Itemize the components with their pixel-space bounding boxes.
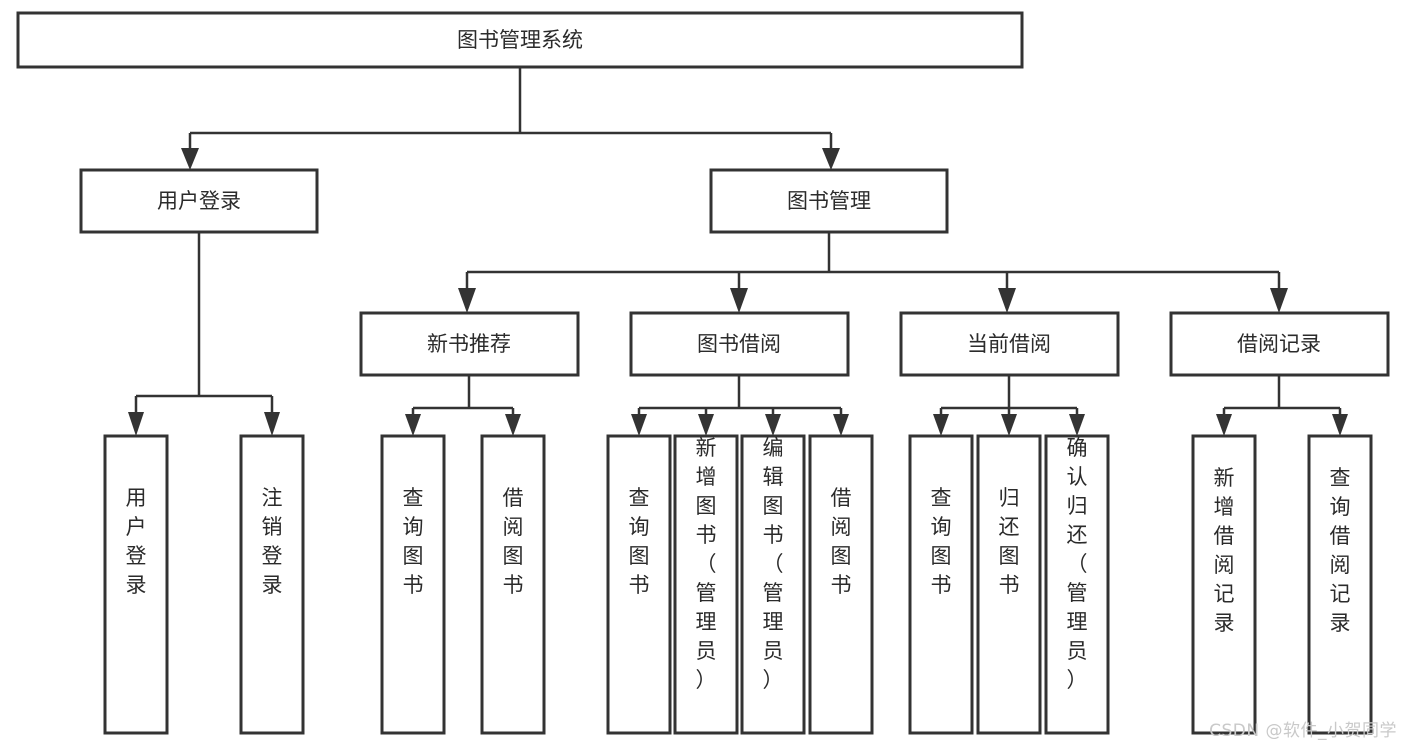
arrow-head-leaf-add-record — [1216, 414, 1232, 436]
leaf-record-query-record-box[interactable] — [1307, 434, 1373, 735]
node-root-system-box[interactable] — [16, 11, 1024, 69]
leaf-user-login-label: 用户登录 — [126, 486, 147, 597]
leaf-logout-box[interactable] — [239, 434, 305, 735]
leaf-record-add-record[interactable]: 新增借阅记录 — [1191, 434, 1257, 735]
node-book-borrow-label: 图书借阅 — [697, 332, 781, 356]
node-root-system-label: 图书管理系统 — [457, 28, 583, 52]
leaf-borrow-borrow-book[interactable]: 借阅图书 — [808, 434, 874, 735]
leaf-newbook-borrow-book-box[interactable] — [480, 434, 546, 735]
leaf-logout[interactable]: 注销登录 — [239, 434, 305, 735]
arrow-head-borrowbook — [730, 288, 748, 313]
leaf-borrow-add-book-label: 新增图书（管理员） — [696, 436, 717, 692]
leaf-user-login-box[interactable] — [103, 434, 169, 735]
node-current-borrow-label: 当前借阅 — [967, 332, 1051, 356]
leaf-user-login[interactable]: 用户登录 — [103, 434, 169, 735]
leaf-borrow-query-book-label: 查询图书 — [629, 486, 650, 597]
arrow-head-currentborrow — [998, 288, 1016, 313]
node-user-login-box[interactable] — [79, 168, 319, 234]
arrow-head-newbook — [458, 288, 476, 313]
node-user-login-label: 用户登录 — [157, 189, 241, 213]
arrow-head-leaf-borrow-book-1 — [505, 414, 521, 436]
leaf-borrow-add-book[interactable]: 新增图书（管理员） — [673, 434, 739, 735]
leaf-current-return-book-label: 归还图书 — [999, 486, 1020, 597]
arrow-head-leaf-query-book-2 — [631, 414, 647, 436]
arrow-head-leaf-confirm-return — [1069, 414, 1085, 436]
leaf-current-query-book-box[interactable] — [908, 434, 974, 735]
leaf-current-confirm-return[interactable]: 确认归还（管理员） — [1044, 434, 1110, 735]
leaf-logout-label: 注销登录 — [262, 486, 283, 597]
leaf-newbook-query-book-label: 查询图书 — [403, 486, 424, 597]
arrow-head-borrowrecord — [1270, 288, 1288, 313]
arrow-head-leaf-return-book — [1001, 414, 1017, 436]
leaf-newbook-borrow-book[interactable]: 借阅图书 — [480, 434, 546, 735]
leaf-current-confirm-return-box[interactable] — [1044, 434, 1110, 735]
leaf-borrow-add-book-box[interactable] — [673, 434, 739, 735]
arrow-head-leaf-query-record — [1332, 414, 1348, 436]
arrow-head-leaf-user-login — [128, 412, 144, 436]
node-book-borrow[interactable]: 图书借阅 — [629, 311, 850, 377]
node-new-book-recommend-box[interactable] — [359, 311, 580, 377]
leaf-current-return-book-box[interactable] — [976, 434, 1042, 735]
node-book-management-box[interactable] — [709, 168, 949, 234]
arrow-head-leaf-add-book — [698, 414, 714, 436]
leaf-borrow-query-book[interactable]: 查询图书 — [606, 434, 672, 735]
node-borrow-record-box[interactable] — [1169, 311, 1390, 377]
leaf-current-query-book[interactable]: 查询图书 — [908, 434, 974, 735]
arrow-head-bookmgmt — [822, 148, 840, 170]
leaf-borrow-borrow-book-label: 借阅图书 — [831, 486, 852, 597]
arrow-head-userlogin — [181, 148, 199, 170]
leaf-record-query-record[interactable]: 查询借阅记录 — [1307, 434, 1373, 735]
node-book-borrow-box[interactable] — [629, 311, 850, 377]
node-root-system[interactable]: 图书管理系统 — [16, 11, 1024, 69]
node-borrow-record-label: 借阅记录 — [1237, 332, 1321, 356]
leaf-record-query-record-label: 查询借阅记录 — [1330, 466, 1351, 635]
node-new-book-recommend[interactable]: 新书推荐 — [359, 311, 580, 377]
leaf-record-add-record-box[interactable] — [1191, 434, 1257, 735]
connectors-group — [128, 67, 1348, 436]
arrow-head-leaf-query-book-1 — [405, 414, 421, 436]
leaf-current-query-book-label: 查询图书 — [931, 486, 952, 597]
leaf-borrow-borrow-book-box[interactable] — [808, 434, 874, 735]
leaf-borrow-edit-book-label: 编辑图书（管理员） — [763, 436, 784, 692]
node-book-management[interactable]: 图书管理 — [709, 168, 949, 234]
leaf-newbook-query-book-box[interactable] — [380, 434, 446, 735]
leaf-current-return-book[interactable]: 归还图书 — [976, 434, 1042, 735]
node-current-borrow[interactable]: 当前借阅 — [899, 311, 1120, 377]
arrow-head-leaf-query-book-3 — [933, 414, 949, 436]
leaf-borrow-edit-book-box[interactable] — [740, 434, 806, 735]
node-borrow-record[interactable]: 借阅记录 — [1169, 311, 1390, 377]
arrow-head-leaf-logout — [264, 412, 280, 436]
arrow-head-leaf-borrow-book-2 — [833, 414, 849, 436]
leaf-borrow-edit-book[interactable]: 编辑图书（管理员） — [740, 434, 806, 735]
leaf-current-confirm-return-label: 确认归还（管理员） — [1067, 436, 1088, 692]
leaf-record-add-record-label: 新增借阅记录 — [1214, 466, 1235, 635]
node-user-login[interactable]: 用户登录 — [79, 168, 319, 234]
node-current-borrow-box[interactable] — [899, 311, 1120, 377]
node-book-management-label: 图书管理 — [787, 189, 871, 213]
leaf-newbook-borrow-book-label: 借阅图书 — [503, 486, 524, 597]
arrow-head-leaf-edit-book — [765, 414, 781, 436]
leaf-newbook-query-book[interactable]: 查询图书 — [380, 434, 446, 735]
leaf-borrow-query-book-box[interactable] — [606, 434, 672, 735]
node-new-book-recommend-label: 新书推荐 — [427, 332, 511, 356]
